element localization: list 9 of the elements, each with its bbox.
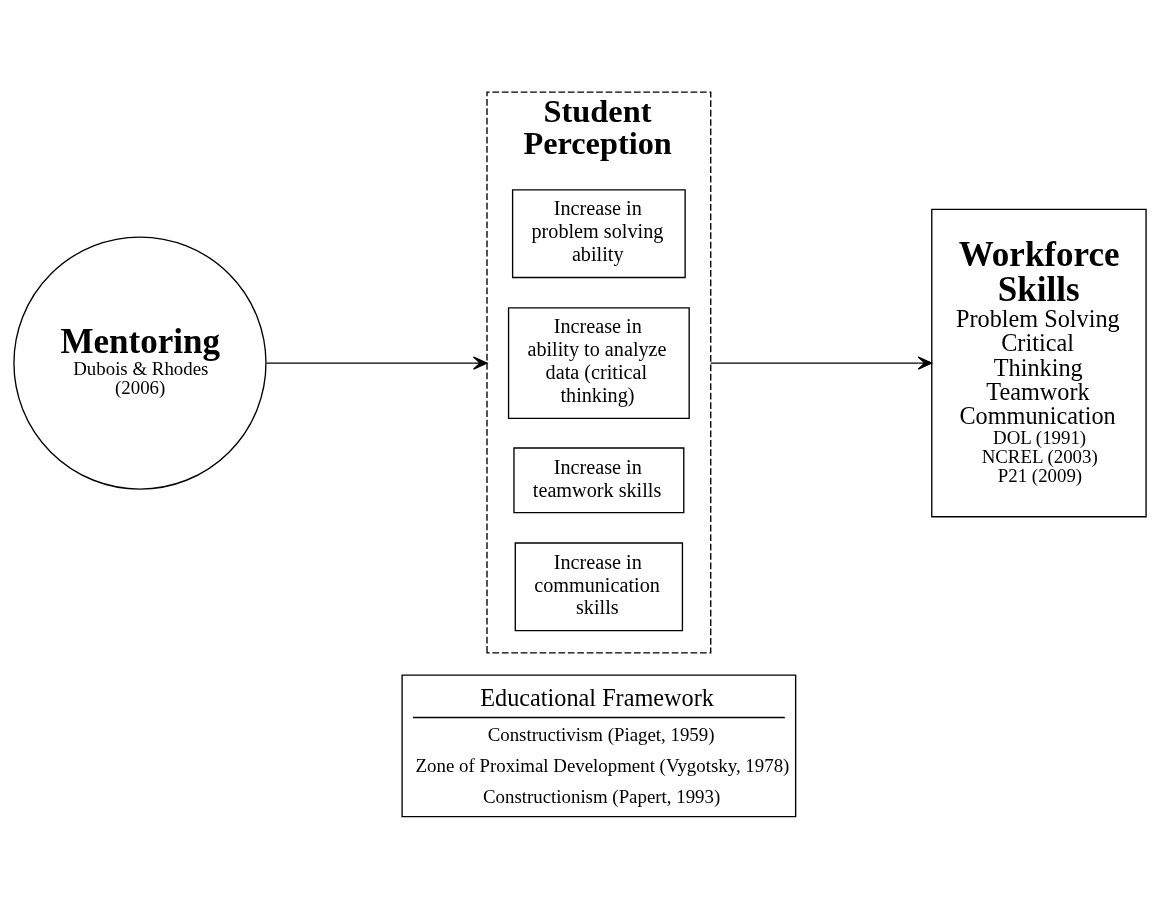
arrow	[265, 356, 488, 370]
node-box: Increase in problem solving ability	[511, 189, 686, 279]
node-box: Educational Framework Constructivism (Piaget, 1959) Zone of Proximal Development (Vygotsky, 1978) Constructionism (Papert, 1993)	[401, 674, 797, 818]
node-box: Increase in teamwork skills	[513, 447, 685, 514]
arrow	[710, 356, 933, 370]
node-circle: Mentoring Dubois & Rhodes (2006)	[13, 236, 267, 490]
node-box: Increase in ability to analyze data (critical thinking)	[507, 307, 690, 419]
node-box: Workforce Skills Problem Solving Critical Thinking Teamwork Communication DOL (1991) NCREL (2003) P21 (2009)	[931, 208, 1147, 518]
node-box: Increase in communication skills	[514, 542, 684, 632]
